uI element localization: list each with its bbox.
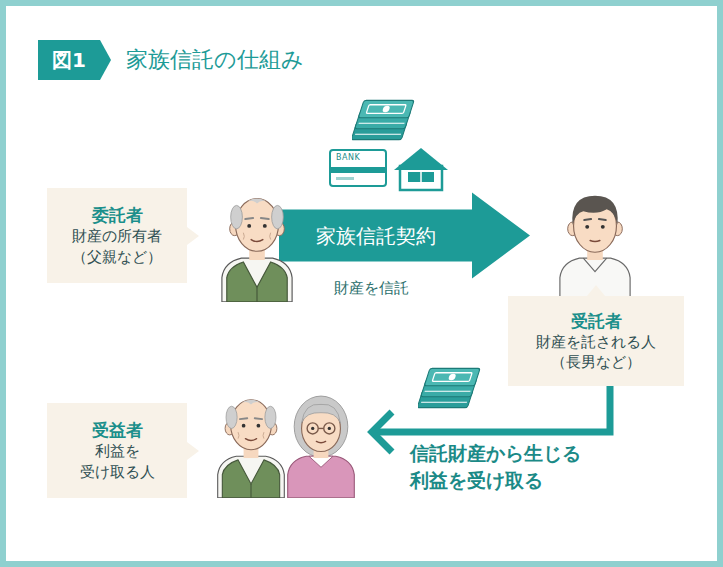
card-text: BANK bbox=[336, 153, 360, 162]
bank-card-icon bbox=[330, 150, 386, 186]
elderly-man-figure bbox=[218, 400, 285, 498]
contract-arrow bbox=[279, 193, 530, 279]
son-figure bbox=[560, 196, 630, 302]
money-icon bbox=[417, 368, 480, 407]
callout-pointer bbox=[587, 285, 605, 296]
box-heading: 受益者 bbox=[92, 419, 143, 441]
box-body: 財産を託される人 （長男など） bbox=[532, 332, 661, 373]
father-figure bbox=[222, 199, 292, 302]
figure-tab bbox=[38, 40, 111, 80]
benefit-line bbox=[376, 386, 610, 432]
diagram-title: 家族信託の仕組み bbox=[126, 45, 304, 75]
box-body: 利益を 受け取る人 bbox=[75, 441, 159, 482]
house-icon bbox=[394, 148, 448, 190]
figure-number: 図1 bbox=[52, 47, 86, 74]
arrow-note: 財産を信託 bbox=[334, 279, 409, 298]
edge-label: 家族信託契約 bbox=[316, 222, 436, 249]
box-heading: 受託者 bbox=[571, 310, 622, 332]
beneficiary-box: 受益者利益を 受け取る人 bbox=[47, 403, 187, 498]
arrow-head bbox=[372, 412, 392, 452]
box-heading: 委託者 bbox=[92, 204, 143, 226]
trustee-box: 受託者財産を託される人 （長男など） bbox=[508, 296, 684, 386]
money-icon bbox=[351, 100, 414, 139]
elderly-woman-figure bbox=[288, 396, 355, 498]
edge-label: 信託財産から生じる 利益を受け取る bbox=[410, 440, 592, 493]
settlor-box: 委託者財産の所有者 （父親など） bbox=[47, 188, 187, 283]
callout-pointer bbox=[187, 442, 199, 460]
box-body: 財産の所有者 （父親など） bbox=[68, 226, 167, 267]
callout-pointer bbox=[187, 227, 199, 245]
